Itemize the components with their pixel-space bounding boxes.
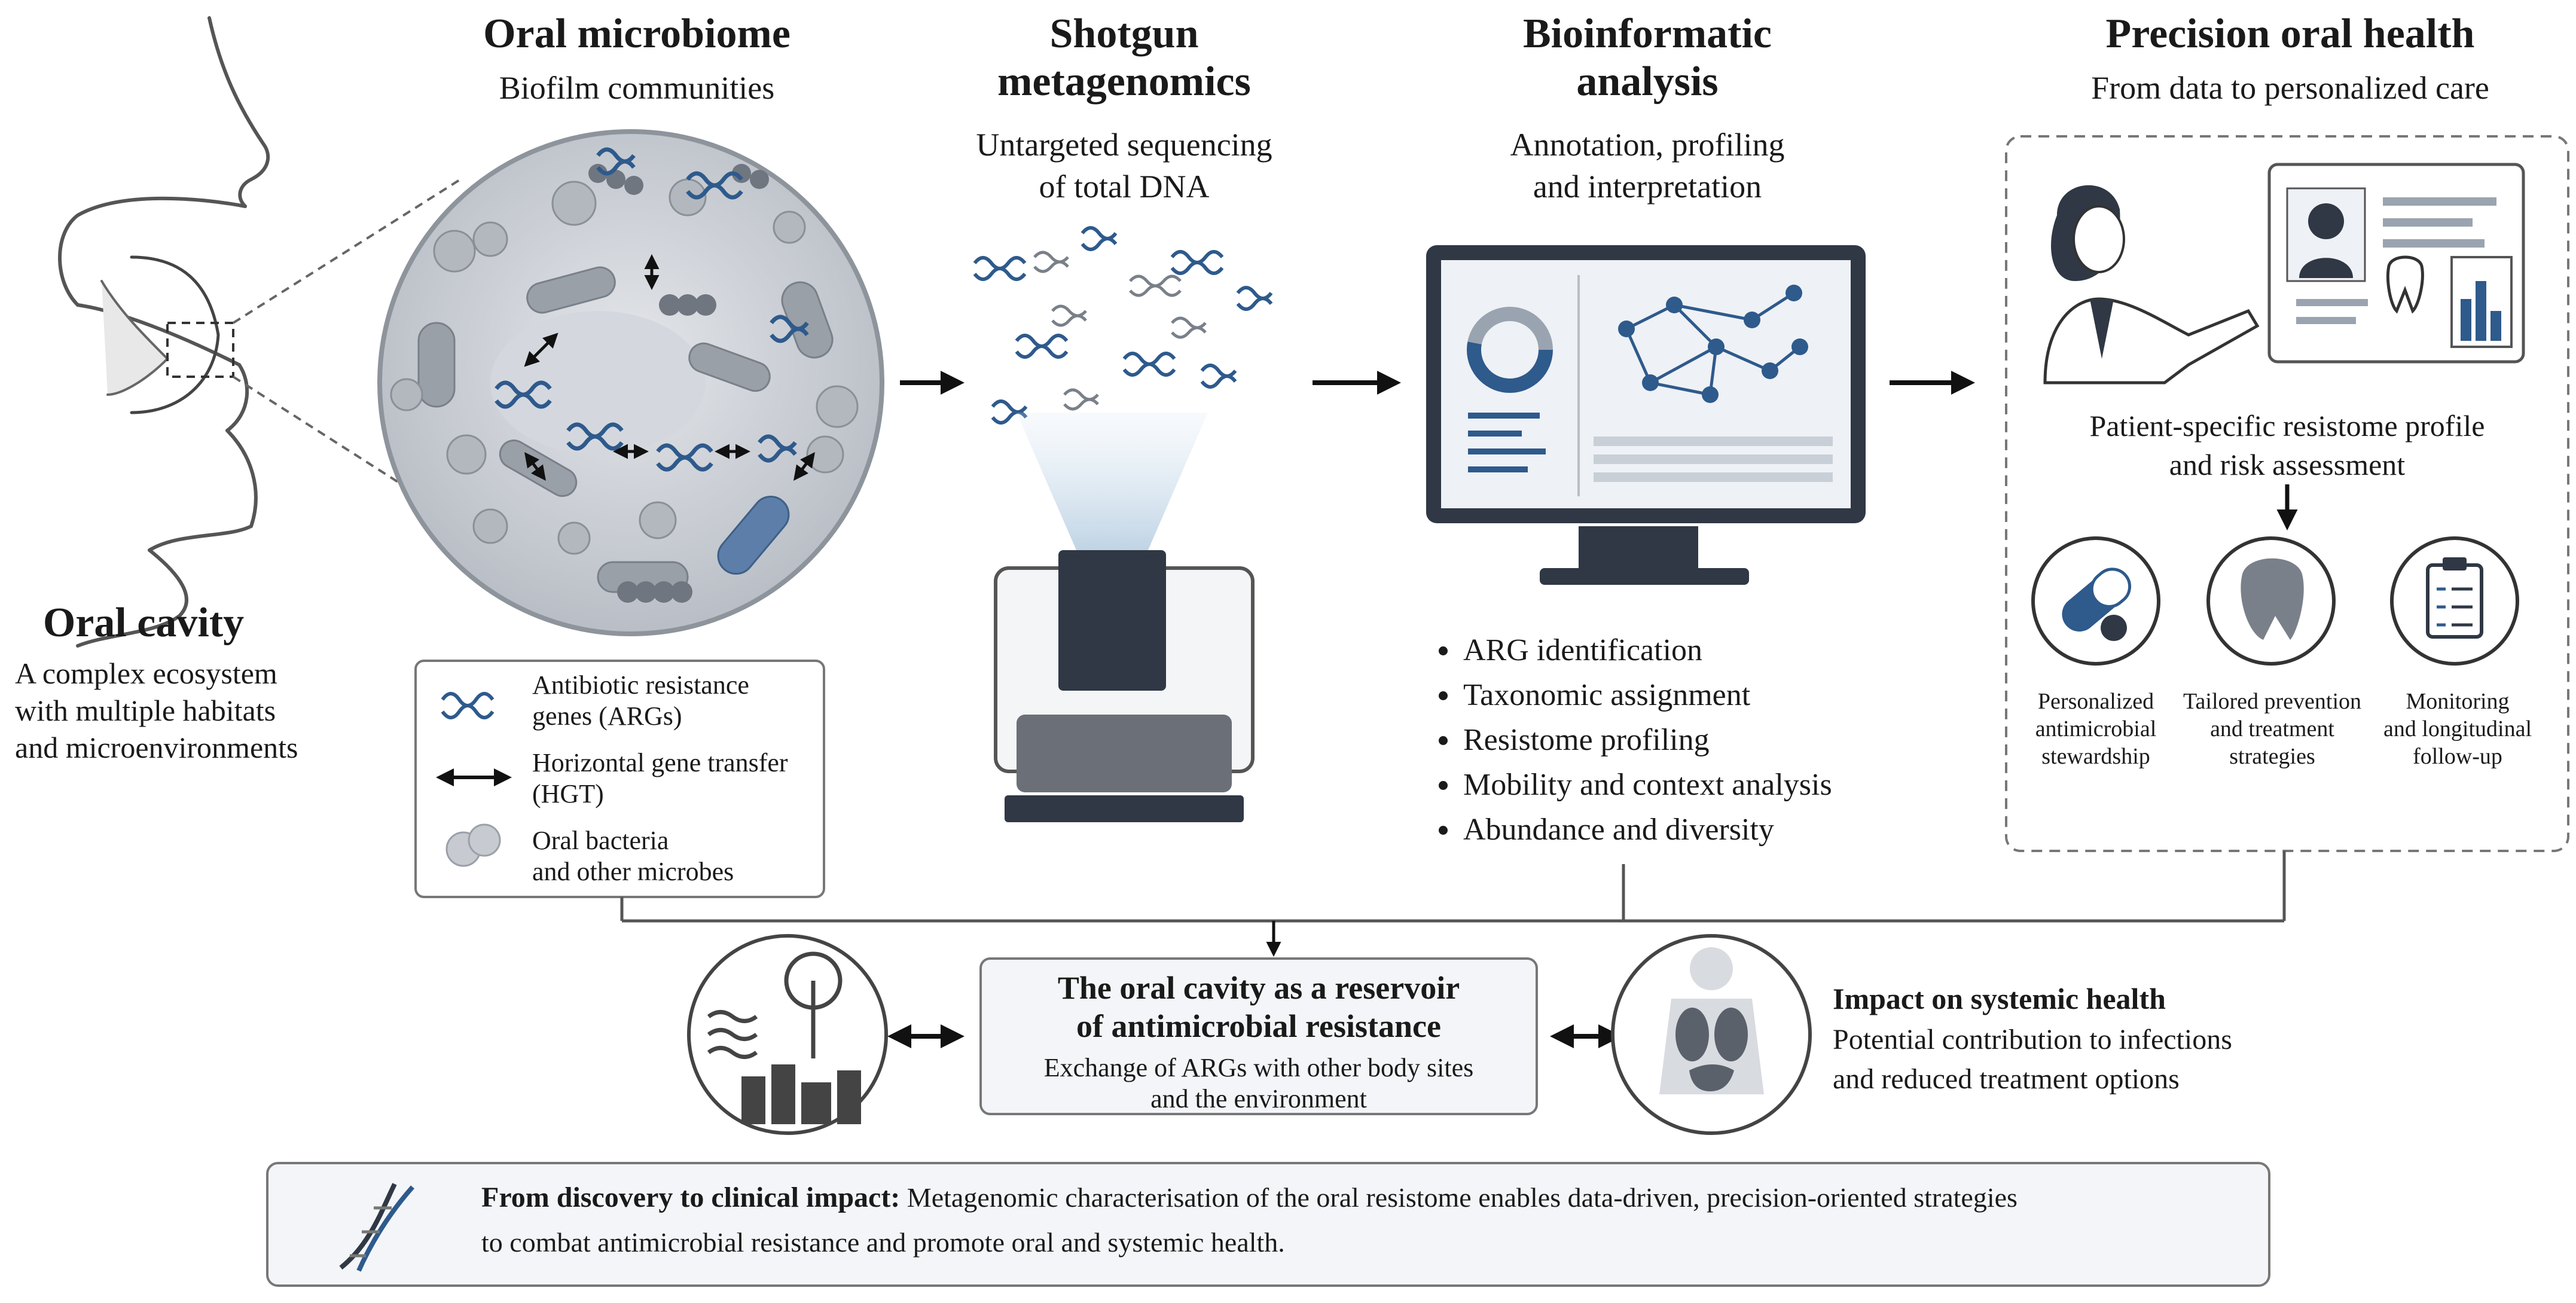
profile-line-1: Patient-specific resistome profile [2089,409,2485,443]
dna-fragments-gray [1033,251,1207,411]
convergence-lines [620,851,2286,923]
outcome-stewardship-3: stewardship [2041,744,2150,769]
monitor-illustration [1426,245,1866,585]
zoom-region-box [166,322,234,378]
outcome-monitoring-2: and longitudinal [2383,716,2532,741]
analysis-step: Mobility and context analysis [1461,762,1832,807]
outcome-monitoring-3: follow-up [2413,744,2502,769]
footer-box [266,1162,2270,1287]
precision-subtitle: From data to personalized care [2091,70,2489,106]
outcome-prevention-2: and treatment [2210,716,2334,741]
oral-microbiome-title: Oral microbiome [483,11,790,57]
bioinformatic-title-1: Bioinformatic [1522,11,1772,57]
human-body-icon [1611,934,1812,1135]
reservoir-box [979,957,1538,1115]
profile-line-2: and risk assessment [2169,448,2406,481]
oral-cavity-title: Oral cavity [42,600,245,646]
shotgun-subtitle-2: of total DNA [1039,169,1210,205]
shotgun-title-1: Shotgun [1049,11,1199,57]
footer-line-1: From discovery to clinical impact: Metag… [481,1181,2018,1214]
systemic-desc-1: Potential contribution to infections [1833,1024,2232,1055]
analysis-step: Abundance and diversity [1461,807,1832,852]
bioinformatic-subtitle-2: and interpretation [1533,169,1762,205]
oral-cavity-desc-1: A complex ecosystem [15,657,277,690]
face-profile-illustration [58,16,270,648]
outcome-prevention-1: Tailored prevention [2183,689,2362,714]
sequencer-machine [994,550,1255,822]
precision-panel [2005,135,2569,852]
tooth-icon [2206,536,2336,666]
reservoir-title-1: The oral cavity as a reservoir [1057,970,1460,1006]
systemic-desc-2: and reduced treatment options [1833,1063,2180,1095]
clinician-illustration [2043,185,2260,385]
oral-cavity-desc-2: with multiple habitats [15,694,276,727]
reservoir-desc-1: Exchange of ARGs with other body sites [1043,1053,1474,1082]
legend-bacteria-line-1: Oral bacteria [532,826,669,855]
oral-microbiome-subtitle: Biofilm communities [499,70,775,106]
legend-bacteria-line-2: and other microbes [532,857,734,886]
systemic-title: Impact on systemic health [1833,982,2166,1015]
biofilm-circle [377,129,884,636]
oral-cavity-desc-3: and microenvironments [15,731,298,764]
analysis-step: Resistome profiling [1461,718,1832,762]
outcome-stewardship-1: Personalized [2037,689,2154,714]
dna-fragments [973,226,1273,425]
legend-hgt-line-1: Horizontal gene transfer [532,748,788,777]
bioinformatic-subtitle-1: Annotation, profiling [1510,127,1785,163]
footer-text-2: to combat antimicrobial resistance and p… [481,1227,1285,1258]
environment-icon [687,934,888,1135]
analysis-steps-list: ARG identification Taxonomic assignment … [1432,628,1832,852]
legend-box [414,660,825,898]
outcome-stewardship-2: antimicrobial [2035,716,2157,741]
footer-bold-label: From discovery to clinical impact: [481,1182,901,1213]
zoom-line-top [232,178,462,324]
reservoir-desc-2: and the environment [1150,1084,1367,1113]
legend-arg-line-1: Antibiotic resistance [532,670,749,700]
footer-text-1: Metagenomic characterisation of the oral… [907,1182,2018,1213]
bioinformatic-title-2: analysis [1576,59,1719,105]
bacteria-icon [445,823,501,867]
pill-icon [2031,536,2160,666]
legend-arg-line-2: genes (ARGs) [532,701,682,731]
outcome-prevention-3: strategies [2229,744,2315,769]
outcome-monitoring-1: Monitoring [2406,689,2510,714]
reservoir-title-2: of antimicrobial resistance [1076,1008,1441,1044]
legend-hgt-line-2: (HGT) [532,779,604,808]
shotgun-subtitle-1: Untargeted sequencing [976,127,1272,163]
precision-title: Precision oral health [2105,11,2475,57]
shotgun-title-2: metagenomics [997,59,1251,105]
clipboard-icon [2390,536,2519,666]
footer-dna-icon [339,1183,414,1272]
analysis-step: Taxonomic assignment [1461,673,1832,718]
patient-record-card [2267,163,2525,364]
analysis-step: ARG identification [1461,628,1832,673]
funnel-shape [1017,413,1208,550]
dna-icon [441,692,495,719]
